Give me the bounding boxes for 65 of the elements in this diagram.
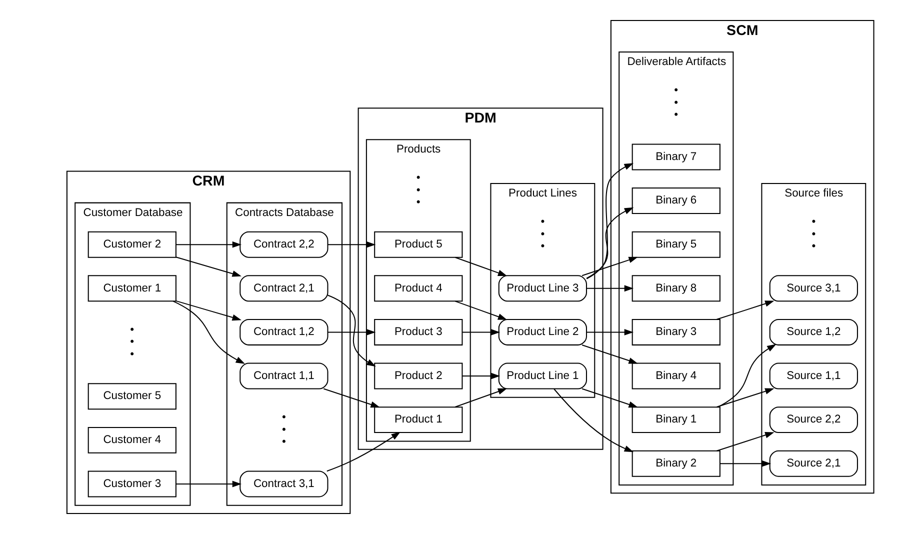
arrow — [586, 328, 634, 336]
node-box: Source 2,2 — [769, 406, 858, 434]
node-box: Binary 5 — [632, 231, 720, 258]
node-box: Contract 3,1 — [240, 470, 328, 498]
node-box: Customer 3 — [88, 470, 176, 498]
label: • • • — [416, 172, 420, 209]
node-box: Product 5 — [374, 231, 463, 258]
arrow — [454, 300, 508, 320]
arrow — [172, 300, 246, 364]
node-box: Customer 2 — [88, 231, 176, 258]
node-box: Product 3 — [374, 318, 463, 346]
node-box: Binary 4 — [632, 362, 720, 390]
arrow — [716, 388, 774, 408]
arrow — [716, 432, 774, 452]
label: • • • — [540, 216, 545, 252]
node-box: Product 1 — [374, 406, 463, 434]
node-box: Binary 8 — [632, 275, 720, 302]
arrow — [323, 388, 380, 408]
node-box: Source 3,1 — [769, 275, 858, 302]
node-box: Product 4 — [374, 275, 463, 302]
arrow — [718, 344, 776, 408]
node-box: Binary 6 — [632, 188, 720, 214]
node-box: Product 2 — [374, 362, 463, 390]
node-box: Binary 3 — [632, 318, 720, 346]
arrow — [582, 344, 638, 364]
node-box: Binary 1 — [632, 406, 720, 434]
label: • • • — [282, 412, 286, 448]
arrow — [586, 163, 634, 280]
arrow — [328, 328, 376, 336]
node-box: Contract 1,1 — [240, 362, 328, 390]
node-box: Contract 2,2 — [240, 231, 328, 258]
arrow — [326, 432, 400, 472]
node-box: Binary 2 — [632, 450, 720, 477]
node-box: Contract 1,2 — [240, 318, 328, 346]
arrow — [328, 294, 376, 367]
node-box: Product Line 1 — [498, 362, 587, 390]
node-box: Binary 7 — [632, 144, 720, 170]
label: • • • — [812, 216, 816, 252]
node-box: Source 2,1 — [769, 450, 858, 477]
arrow — [454, 388, 508, 408]
arrow — [582, 256, 638, 276]
node-box: Customer 1 — [88, 275, 176, 302]
arrow — [720, 460, 772, 467]
node-box: Contract 2,1 — [240, 275, 328, 302]
node-box: Source 1,1 — [769, 362, 858, 390]
node-box: Product Line 3 — [498, 275, 587, 302]
arrow — [586, 207, 634, 279]
arrow — [462, 328, 500, 336]
label: • • • — [130, 324, 134, 360]
arrow — [176, 480, 242, 488]
arrow — [176, 300, 242, 321]
arrow — [586, 285, 634, 292]
arrow — [554, 388, 634, 452]
node-box: Customer 5 — [88, 383, 176, 410]
arrow — [454, 256, 508, 276]
node-box: Customer 4 — [88, 426, 176, 454]
label: • • • — [674, 84, 678, 122]
arrow — [716, 300, 774, 320]
node-box: Source 1,2 — [769, 318, 858, 346]
arrow — [462, 372, 500, 380]
node-box: Product Line 2 — [498, 318, 587, 346]
arrow — [176, 256, 242, 277]
arrow — [328, 241, 376, 248]
arrow — [176, 241, 242, 248]
arrow — [582, 388, 638, 408]
